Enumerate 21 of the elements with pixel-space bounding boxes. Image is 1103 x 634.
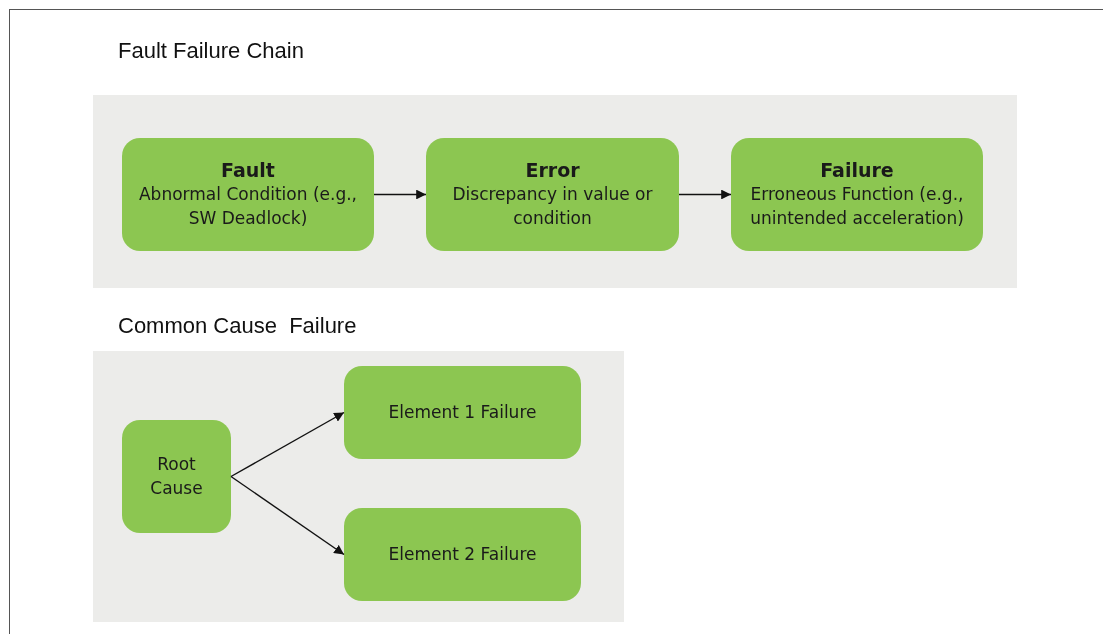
box-text: Abnormal Condition (e.g., SW Deadlock) [138, 183, 358, 230]
arrow [373, 189, 427, 200]
process-box [344, 366, 581, 459]
box-title: Fault [221, 158, 275, 184]
process-box [344, 508, 581, 601]
arrow [678, 189, 732, 200]
process-box [122, 138, 374, 251]
section-heading: Fault Failure Chain [118, 38, 304, 64]
section-heading: Common Cause Failure [118, 313, 357, 339]
box-text: Erroneous Function (e.g., unintended acceleration) [749, 183, 965, 230]
box-text: Root Cause [149, 452, 204, 500]
process-box [122, 420, 231, 533]
box-title: Error [525, 158, 580, 184]
box-text: Discrepancy in value or condition [451, 183, 654, 230]
arrow [230, 411, 345, 478]
box-text: Element 1 Failure [388, 400, 537, 424]
arrow [230, 475, 345, 556]
process-box [426, 138, 679, 251]
box-title: Failure [820, 158, 894, 184]
process-box [731, 138, 983, 251]
box-text: Element 2 Failure [388, 542, 537, 566]
